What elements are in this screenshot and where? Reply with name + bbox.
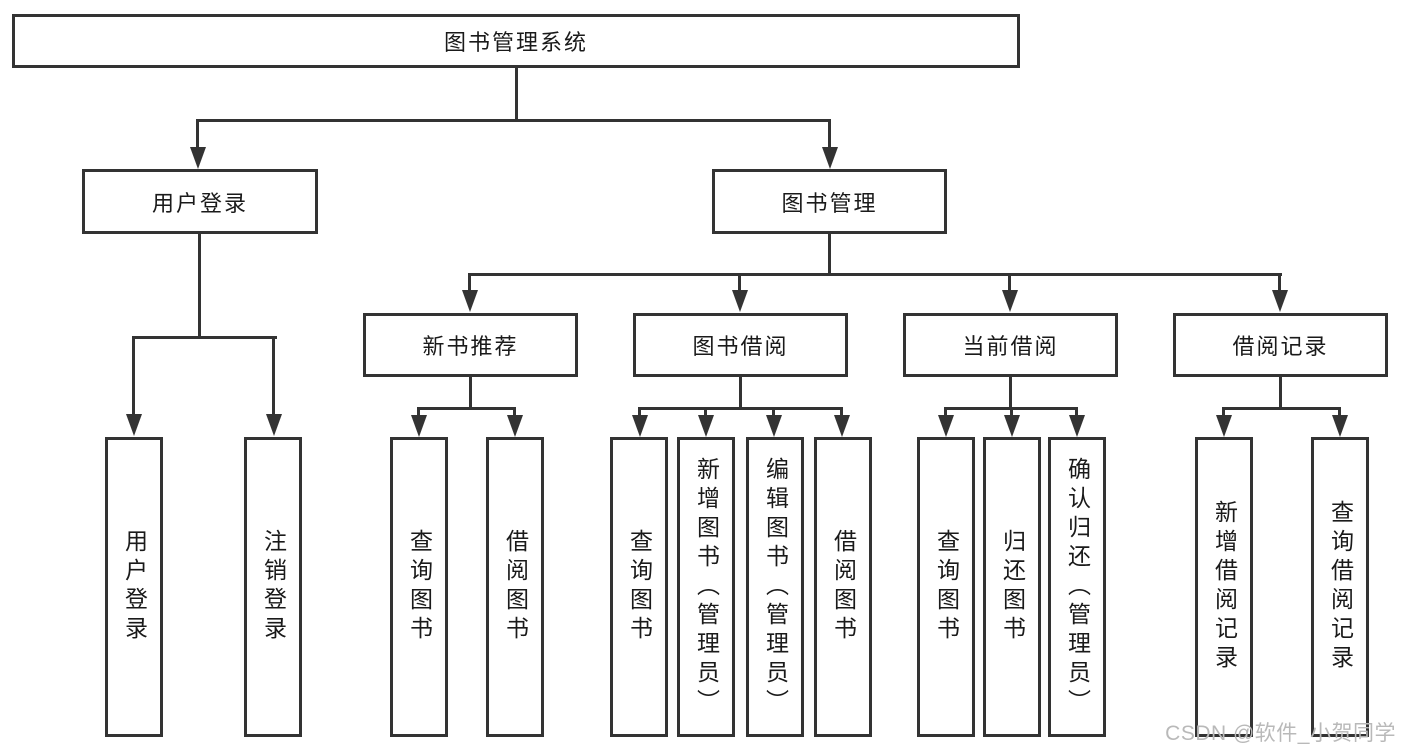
connector-borrow-records-stem bbox=[1279, 377, 1282, 410]
connector-user-login-crossbar bbox=[132, 336, 277, 339]
connector-book-borrow-crossbar bbox=[638, 407, 843, 410]
node-root: 图书管理系统 bbox=[12, 14, 1020, 68]
leaf-add-borrow-record-label: 新增借阅记录 bbox=[1211, 500, 1238, 674]
connector-current-borrow-stem bbox=[1009, 377, 1012, 410]
node-book-mgmt-label: 图书管理 bbox=[781, 190, 878, 216]
connector-book-mgmt-arm-3 bbox=[1008, 276, 1011, 291]
leaf-borrow-books-1-label: 借阅图书 bbox=[502, 529, 529, 645]
arrowhead-borrow-books-1 bbox=[507, 415, 523, 437]
connector-borrow-records-arm-1 bbox=[1222, 410, 1225, 418]
connector-root-stem bbox=[515, 68, 518, 122]
arrowhead-new-books bbox=[462, 290, 478, 312]
leaf-add-books-label: 新增图书（管理员） bbox=[693, 456, 720, 718]
arrowhead-logout-leaf bbox=[266, 414, 282, 436]
connector-book-mgmt-arm-4 bbox=[1278, 276, 1281, 291]
arrowhead-add-books bbox=[698, 415, 714, 437]
arrowhead-login-leaf bbox=[126, 414, 142, 436]
leaf-add-borrow-record: 新增借阅记录 bbox=[1195, 437, 1253, 737]
leaf-query-books-3: 查询图书 bbox=[917, 437, 975, 737]
connector-book-borrow-arm-3 bbox=[772, 410, 775, 418]
node-current-borrow: 当前借阅 bbox=[903, 313, 1118, 377]
connector-root-crossbar bbox=[196, 119, 831, 122]
leaf-borrow-books-2-label: 借阅图书 bbox=[830, 529, 857, 645]
arrowhead-book-mgmt bbox=[822, 147, 838, 169]
connector-book-borrow-stem bbox=[739, 377, 742, 410]
connector-new-books-stem bbox=[469, 377, 472, 410]
leaf-borrow-books-2: 借阅图书 bbox=[814, 437, 872, 737]
connector-borrow-records-crossbar bbox=[1222, 407, 1341, 410]
leaf-user-login: 用户登录 bbox=[105, 437, 163, 737]
leaf-add-books: 新增图书（管理员） bbox=[677, 437, 735, 737]
leaf-return-books-label: 归还图书 bbox=[999, 529, 1026, 645]
leaf-return-books: 归还图书 bbox=[983, 437, 1041, 737]
connector-book-borrow-arm-4 bbox=[840, 410, 843, 418]
connector-book-mgmt-stem bbox=[828, 234, 831, 276]
arrowhead-borrow-records bbox=[1272, 290, 1288, 312]
arrowhead-query-books-2 bbox=[632, 415, 648, 437]
connector-new-books-arm-2 bbox=[513, 410, 516, 418]
arrowhead-add-borrow-record bbox=[1216, 415, 1232, 437]
leaf-confirm-return: 确认归还（管理员） bbox=[1048, 437, 1106, 737]
connector-book-borrow-arm-1 bbox=[638, 410, 641, 418]
node-borrow-records-label: 借阅记录 bbox=[1232, 334, 1329, 359]
connector-book-mgmt-arm-1 bbox=[468, 276, 471, 291]
arrowhead-user-login bbox=[190, 147, 206, 169]
arrowhead-current-borrow bbox=[1002, 290, 1018, 312]
node-book-borrow: 图书借阅 bbox=[633, 313, 848, 377]
arrowhead-borrow-books-2 bbox=[834, 415, 850, 437]
connector-user-login-arm-1 bbox=[132, 339, 135, 415]
node-book-borrow-label: 图书借阅 bbox=[692, 334, 789, 359]
connector-new-books-crossbar bbox=[417, 407, 516, 410]
leaf-query-books-2-label: 查询图书 bbox=[626, 529, 653, 645]
leaf-query-borrow-record: 查询借阅记录 bbox=[1311, 437, 1369, 737]
arrowhead-confirm-return bbox=[1069, 415, 1085, 437]
connector-book-borrow-arm-2 bbox=[704, 410, 707, 418]
leaf-query-books-1-label: 查询图书 bbox=[406, 529, 433, 645]
leaf-query-books-2: 查询图书 bbox=[610, 437, 668, 737]
connector-current-borrow-arm-1 bbox=[944, 410, 947, 418]
leaf-logout-label: 注销登录 bbox=[260, 529, 287, 645]
connector-user-login-stem bbox=[198, 234, 201, 339]
node-borrow-records: 借阅记录 bbox=[1173, 313, 1388, 377]
watermark: CSDN @软件_小贺同学 bbox=[1165, 722, 1396, 745]
node-user-login-label: 用户登录 bbox=[151, 190, 248, 216]
connector-current-borrow-crossbar bbox=[944, 407, 1078, 410]
node-new-books: 新书推荐 bbox=[363, 313, 578, 377]
leaf-borrow-books-1: 借阅图书 bbox=[486, 437, 544, 737]
node-book-mgmt: 图书管理 bbox=[712, 169, 947, 234]
connector-book-mgmt-arm-2 bbox=[738, 276, 741, 291]
arrowhead-book-borrow bbox=[732, 290, 748, 312]
leaf-query-books-3-label: 查询图书 bbox=[933, 529, 960, 645]
leaf-query-borrow-record-label: 查询借阅记录 bbox=[1327, 500, 1354, 674]
node-user-login: 用户登录 bbox=[82, 169, 318, 234]
arrowhead-query-borrow-record bbox=[1332, 415, 1348, 437]
connector-user-login-arm-2 bbox=[272, 339, 275, 415]
arrowhead-query-books-1 bbox=[411, 415, 427, 437]
leaf-edit-books-label: 编辑图书（管理员） bbox=[762, 456, 789, 718]
leaf-user-login-label: 用户登录 bbox=[121, 529, 148, 645]
leaf-logout: 注销登录 bbox=[244, 437, 302, 737]
arrowhead-edit-books bbox=[766, 415, 782, 437]
connector-borrow-records-arm-2 bbox=[1338, 410, 1341, 418]
connector-root-arm-right bbox=[828, 122, 831, 148]
connector-current-borrow-arm-3 bbox=[1075, 410, 1078, 418]
connector-current-borrow-arm-2 bbox=[1010, 410, 1013, 418]
node-current-borrow-label: 当前借阅 bbox=[962, 334, 1059, 359]
arrowhead-query-books-3 bbox=[938, 415, 954, 437]
leaf-query-books-1: 查询图书 bbox=[390, 437, 448, 737]
connector-root-arm-left bbox=[196, 122, 199, 148]
node-root-label: 图书管理系统 bbox=[443, 30, 588, 55]
connector-new-books-arm-1 bbox=[417, 410, 420, 418]
connector-book-mgmt-crossbar bbox=[468, 273, 1282, 276]
leaf-edit-books: 编辑图书（管理员） bbox=[746, 437, 804, 737]
arrowhead-return-books bbox=[1004, 415, 1020, 437]
leaf-confirm-return-label: 确认归还（管理员） bbox=[1064, 456, 1091, 718]
node-new-books-label: 新书推荐 bbox=[422, 334, 519, 359]
